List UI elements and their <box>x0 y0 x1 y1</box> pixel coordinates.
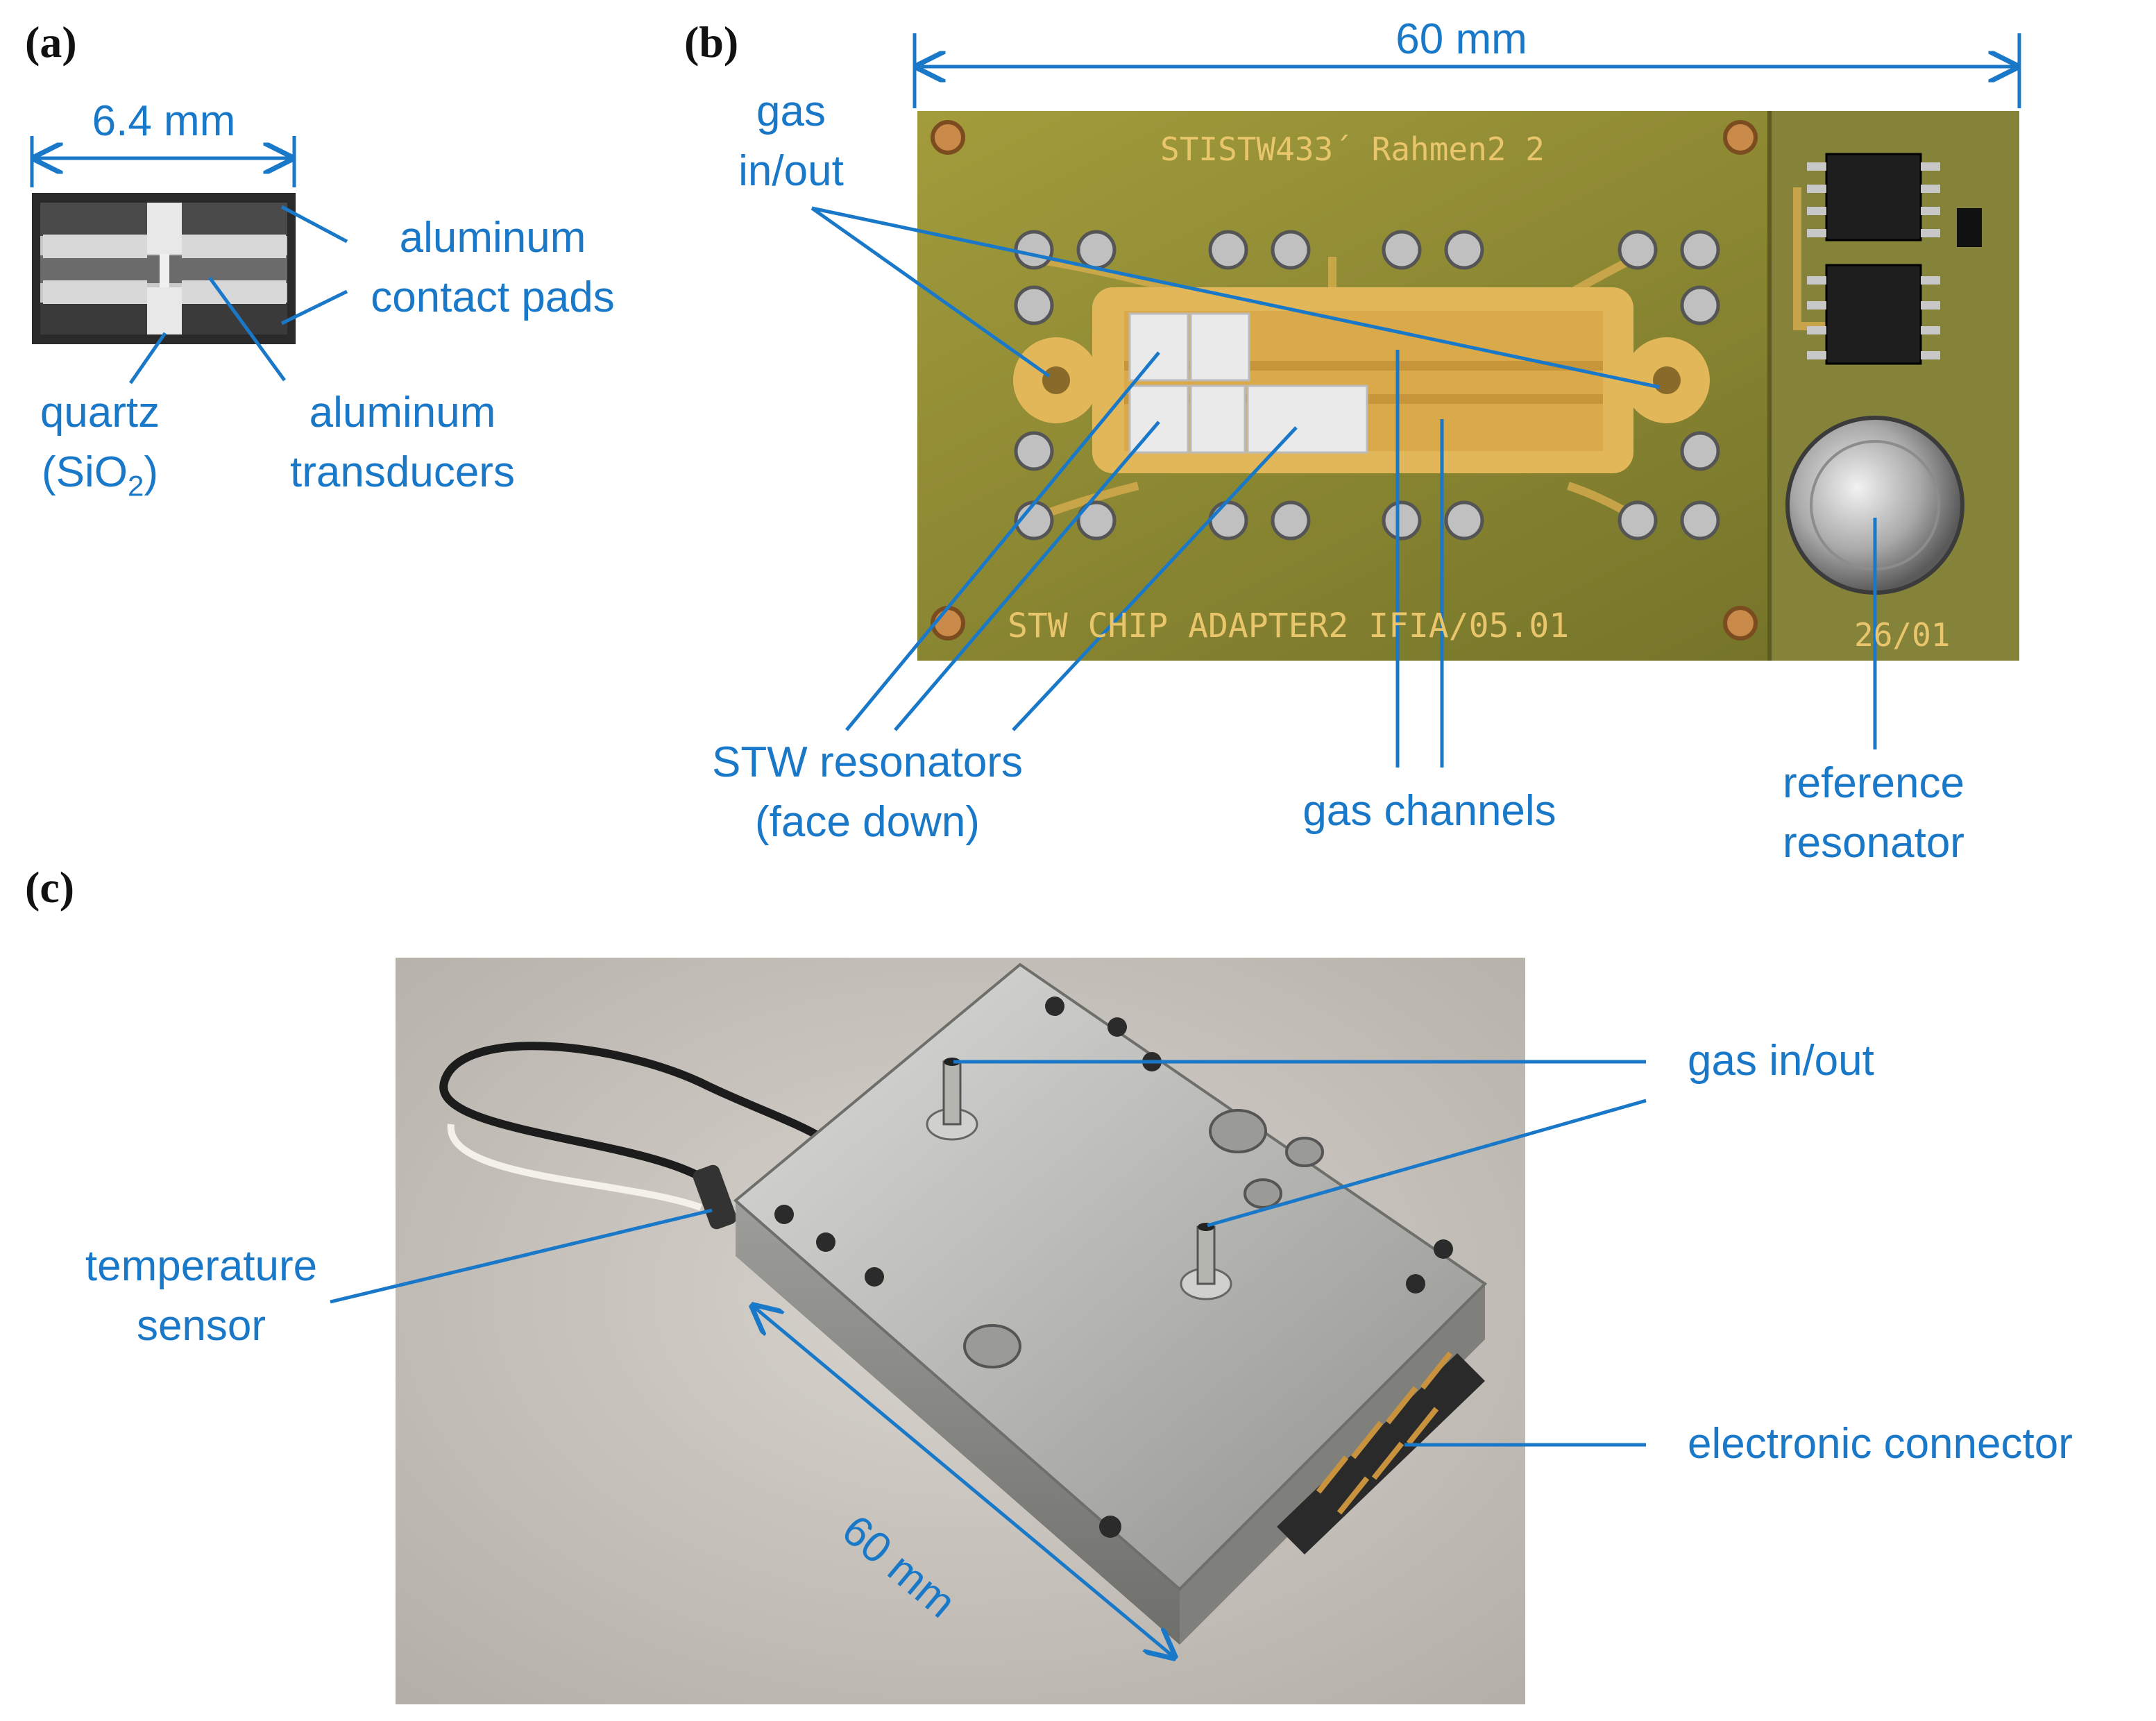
contact-pad <box>43 280 147 304</box>
label-gas-channels: gas channels <box>1302 787 1556 835</box>
leader-lines-b <box>810 206 1877 768</box>
label-stw-resonators: STW resonators(face down) <box>712 738 1023 846</box>
label-quartz: quartz (SiO2) <box>40 389 160 502</box>
label-gas-in-out-c: gas in/out <box>1688 1037 1874 1085</box>
pcb-print-bottom: STW CHIP ADAPTER2 IFIA/05.01 <box>1008 607 1570 645</box>
pcb-print-date: 26/01 <box>1854 616 1951 654</box>
dimension-arrow-c <box>753 1306 1174 1657</box>
panel-label-a: (a) <box>25 17 77 67</box>
label-electronic-connector: electronic connector <box>1688 1420 2073 1468</box>
stw-resonator <box>1128 312 1189 382</box>
temperature-probe <box>693 1164 737 1230</box>
leader-lines-c <box>330 1060 1647 1447</box>
contact-pad <box>182 280 286 304</box>
gas-fitting <box>1180 1223 1232 1300</box>
transducer <box>147 203 182 254</box>
transducer <box>147 287 182 334</box>
stw-resonator <box>1189 384 1246 454</box>
contact-pad <box>182 235 286 258</box>
gas-fitting <box>926 1058 978 1141</box>
stw-resonator <box>1189 312 1250 382</box>
leader-lines-a <box>128 205 348 384</box>
stw-resonator <box>1128 384 1189 454</box>
stw-resonator <box>1246 384 1368 454</box>
chip-photo <box>32 193 296 344</box>
pcb-print-top: STISTW433´ Rahmen2 2 <box>1160 130 1545 168</box>
panel-label-b: (b) <box>684 17 739 67</box>
contact-pad <box>43 235 147 258</box>
dimension-label-a: 6.4 mm <box>92 97 236 145</box>
panel-label-c: (c) <box>25 863 75 912</box>
dimension-label-b: 60 mm <box>1395 15 1527 63</box>
ic-chip <box>1807 153 1982 365</box>
pcb-photo <box>917 111 2019 661</box>
electronic-connector-part <box>1277 1351 1485 1554</box>
